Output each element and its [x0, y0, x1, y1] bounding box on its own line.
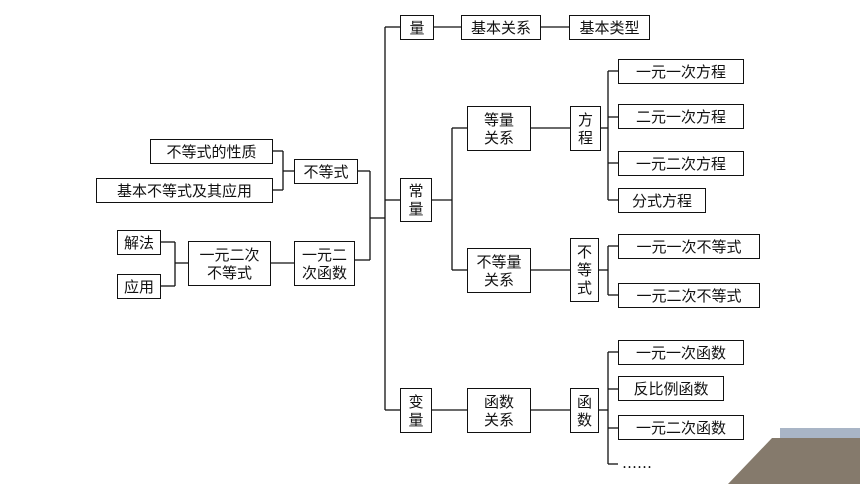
node-equal-relation: 等量 关系	[467, 106, 531, 151]
leaf-linear-equation: 一元一次方程	[618, 59, 744, 84]
node-quadratic-function-left: 一元二 次函数	[294, 241, 355, 286]
node-basic-type: 基本类型	[569, 15, 650, 40]
leaf-linear-function: 一元一次函数	[618, 340, 744, 365]
node-basic-relation: 基本关系	[461, 15, 541, 40]
node-function-relation: 函数 关系	[467, 388, 531, 433]
leaf-quadratic-inequality: 一元二次不等式	[618, 283, 760, 308]
leaf-inverse-proportion-function: 反比例函数	[618, 376, 724, 401]
leaf-more-ellipsis: ……	[622, 454, 652, 472]
node-inequality-properties: 不等式的性质	[150, 139, 273, 164]
node-quadratic-inequality-left: 一元二次 不等式	[188, 241, 271, 286]
leaf-quadratic-function: 一元二次函数	[618, 415, 744, 440]
node-application: 应用	[117, 274, 161, 299]
leaf-linear-inequality: 一元一次不等式	[618, 234, 760, 259]
node-inequality-vertical: 不 等 式	[570, 238, 599, 302]
node-basic-inequality-applications: 基本不等式及其应用	[96, 178, 273, 203]
node-quantity: 量	[400, 15, 434, 40]
node-unequal-relation: 不等量 关系	[467, 248, 531, 293]
node-equation: 方 程	[570, 106, 601, 151]
node-solution-method: 解法	[117, 230, 161, 255]
node-constant: 常 量	[400, 178, 432, 222]
leaf-binary-linear-equation: 二元一次方程	[618, 104, 744, 129]
leaf-quadratic-equation: 一元二次方程	[618, 151, 744, 176]
node-variable: 变 量	[400, 388, 432, 433]
leaf-fractional-equation: 分式方程	[618, 188, 706, 213]
node-inequality: 不等式	[294, 159, 358, 184]
node-function-vertical: 函 数	[570, 388, 599, 433]
